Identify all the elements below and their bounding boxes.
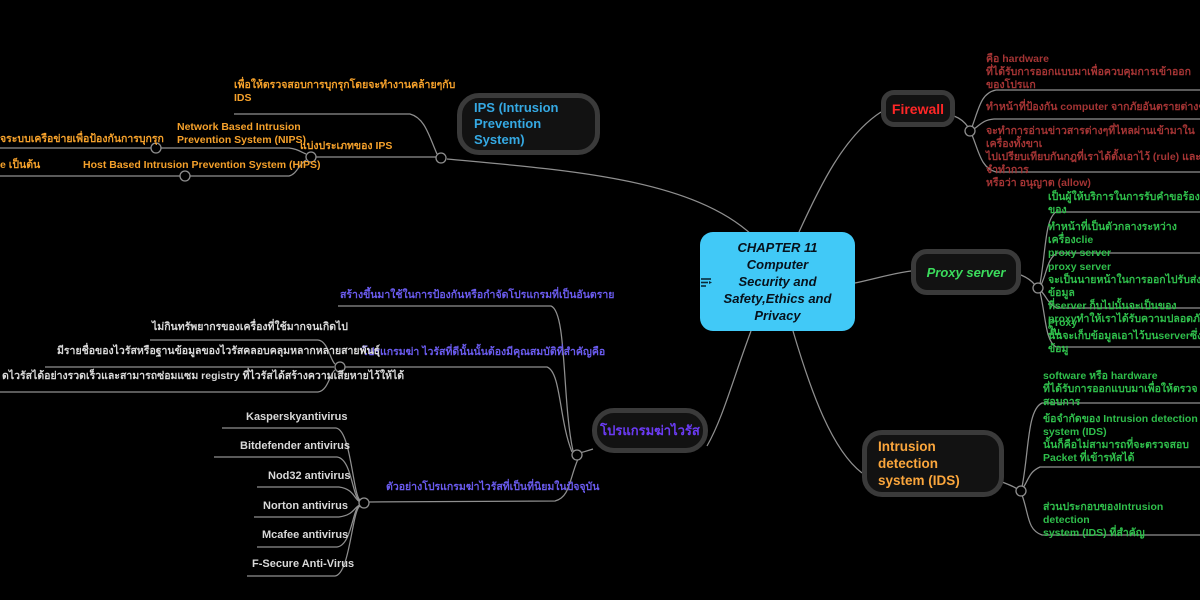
proxy-child-3[interactable]: proxy server จะเป็นนายหน้าในการออกไปรับส… <box>1048 261 1200 338</box>
antivirus-examples-label[interactable]: ตัวอย่างโปรแกรมฆ่าไวรัสที่เป็นที่นิยมในป… <box>386 481 600 493</box>
antivirus-example-mcafee[interactable]: Mcafee antivirus <box>262 529 349 541</box>
central-topic-title: CHAPTER 11 Computer Security and Safety,… <box>723 240 832 323</box>
antivirus-qualities-label[interactable]: โปรแกรมฆ่า ไวรัสที่ดีนั้นนั้นต้องมีคุณสม… <box>362 346 606 358</box>
hips-child-label[interactable]: e เป็นต้น <box>0 159 41 171</box>
antivirus-example-norton[interactable]: Norton antivirus <box>263 500 348 512</box>
antivirus-quality-1[interactable]: ไม่กินทรัพยากรของเครื่องที่ใช้มากจนเกิดไ… <box>152 321 348 333</box>
ids-child-3[interactable]: ส่วนประกอบของIntrusion detection system … <box>1043 501 1164 539</box>
firewall-child-2[interactable]: ทำหน้าที่ป้องกัน computer จากภัยอันตรายต… <box>986 101 1200 113</box>
branch-junction-dot[interactable] <box>358 497 370 509</box>
branch-junction-dot[interactable] <box>571 449 583 461</box>
antivirus-quality-2[interactable]: มีรายชื่อของไวรัสหรือฐานข้อมูลของไวรัสคล… <box>57 345 381 357</box>
topic-proxy-server[interactable]: Proxy server <box>911 249 1021 295</box>
nips-child-label[interactable]: จระบบเครือข่ายเพื่อป้องกันการบุกรุก <box>0 133 164 145</box>
antivirus-example-nod32[interactable]: Nod32 antivirus <box>268 470 351 482</box>
branch-junction-dot[interactable] <box>150 142 162 154</box>
notes-icon[interactable] <box>700 276 713 289</box>
ids-child-2[interactable]: ข้อจำกัดของ Intrusion detection system (… <box>1043 413 1198 464</box>
branch-junction-dot[interactable] <box>305 151 317 163</box>
topic-ids[interactable]: Intrusion detection system (IDS) <box>862 430 1004 497</box>
proxy-child-1[interactable]: เป็นผู้ให้บริการในการรับคำขอร้องของ <box>1048 191 1200 216</box>
topic-proxy-title: Proxy server <box>926 264 1006 280</box>
topic-firewall-title: Firewall <box>891 100 945 117</box>
firewall-child-3[interactable]: จะทำการอ่านข่าวสารต่างๆที่ไหลผ่านเข้ามาใ… <box>986 125 1200 189</box>
antivirus-example-kaspersky[interactable]: Kasperskyantivirus <box>246 411 348 423</box>
central-topic-chapter11[interactable]: CHAPTER 11 Computer Security and Safety,… <box>700 232 855 331</box>
nips-label[interactable]: Network Based Intrusion Prevention Syste… <box>177 121 306 146</box>
topic-ips-title: IPS (Intrusion Prevention System) <box>474 100 559 147</box>
antivirus-quality-3[interactable]: ดไวรัสได้อย่างรวดเร็วและสามารถซ่อมแซม re… <box>2 370 405 382</box>
ips-type-label[interactable]: แบ่งประเภทของ IPS <box>300 140 393 152</box>
topic-antivirus-title: โปรแกรมฆ่าไวรัส <box>600 423 700 438</box>
branch-junction-dot[interactable] <box>1032 282 1044 294</box>
topic-antivirus[interactable]: โปรแกรมฆ่าไวรัส <box>592 408 708 453</box>
proxy-child-2[interactable]: ทำหน้าที่เป็นตัวกลางระหว่างเครื่องclie p… <box>1048 221 1177 259</box>
antivirus-example-fsecure[interactable]: F-Secure Anti-Virus <box>252 558 355 570</box>
topic-firewall[interactable]: Firewall <box>881 90 955 127</box>
topic-ips[interactable]: IPS (Intrusion Prevention System) <box>457 93 600 155</box>
ids-child-1[interactable]: software หรือ hardware ที่ได้รับการออกแบ… <box>1043 370 1198 408</box>
branch-junction-dot[interactable] <box>179 170 191 182</box>
hips-label[interactable]: Host Based Intrusion Prevention System (… <box>83 159 321 171</box>
topic-ids-title: Intrusion detection system (IDS) <box>878 439 960 488</box>
branch-junction-dot[interactable] <box>1015 485 1027 497</box>
proxy-child-4[interactable]: Proxy นั้นจะเก็บข้อมูลเอาไว้บนserverซึ่ง… <box>1048 317 1200 355</box>
antivirus-example-bitdefender[interactable]: Bitdefender antivirus <box>240 440 351 452</box>
antivirus-purpose-label[interactable]: สร้างขึ้นมาใช้ในการป้องกันหรือกำจัดโปรแก… <box>340 289 615 301</box>
ips-note-label[interactable]: เพื่อให้ตรวจสอบการบุกรุกโดยจะทำงานคล้ายๆ… <box>234 79 456 104</box>
branch-junction-dot[interactable] <box>334 361 346 373</box>
branch-junction-dot[interactable] <box>435 152 447 164</box>
branch-junction-dot[interactable] <box>964 125 976 137</box>
firewall-child-1[interactable]: คือ hardware ที่ได้รับการออกแบบมาเพื่อคว… <box>986 53 1191 91</box>
